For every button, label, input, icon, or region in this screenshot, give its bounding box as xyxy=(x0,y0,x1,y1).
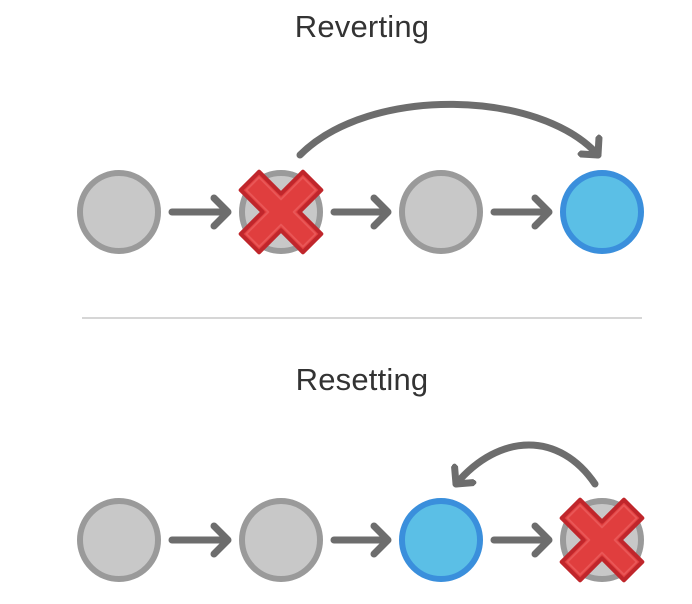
right-arrow-icon xyxy=(531,522,553,558)
red-x-icon xyxy=(238,169,324,255)
reverting-link-arrow-2 xyxy=(330,194,392,230)
resetting-commit-2-normal xyxy=(239,498,323,582)
right-arrow-icon xyxy=(210,194,232,230)
resetting-link-arrow-3 xyxy=(490,522,553,558)
commit-circle xyxy=(77,498,161,582)
reverting-commit-2-removed xyxy=(238,169,324,255)
resetting-link-arrow-2 xyxy=(330,522,392,558)
reverting-commit-1-normal xyxy=(77,170,161,254)
head-commit-circle xyxy=(560,170,644,254)
resetting-title: Resetting xyxy=(295,362,429,397)
resetting-commit-1-normal xyxy=(77,498,161,582)
head-commit-circle xyxy=(399,498,483,582)
right-arrow-icon xyxy=(531,194,553,230)
reverting-curved-arrow xyxy=(296,100,598,159)
red-x-icon xyxy=(559,497,645,583)
resetting-link-arrow-1 xyxy=(168,522,232,558)
commit-circle xyxy=(239,498,323,582)
resetting-commit-3-new-head xyxy=(399,498,483,582)
reverting-commit-3-normal xyxy=(399,170,483,254)
resetting-curved-arrow xyxy=(456,441,599,488)
resetting-commit-4-removed xyxy=(559,497,645,583)
right-arrow-icon xyxy=(370,522,392,558)
reverting-title: Reverting xyxy=(294,9,430,44)
right-arrow-icon xyxy=(370,194,392,230)
commit-circle xyxy=(77,170,161,254)
resetting-diagram xyxy=(77,441,645,583)
right-arrow-icon xyxy=(210,522,232,558)
reverting-link-arrow-3 xyxy=(490,194,553,230)
reverting-commit-4-new-head xyxy=(560,170,644,254)
commit-circle xyxy=(399,170,483,254)
reverting-diagram xyxy=(77,100,644,255)
reverting-link-arrow-1 xyxy=(168,194,232,230)
